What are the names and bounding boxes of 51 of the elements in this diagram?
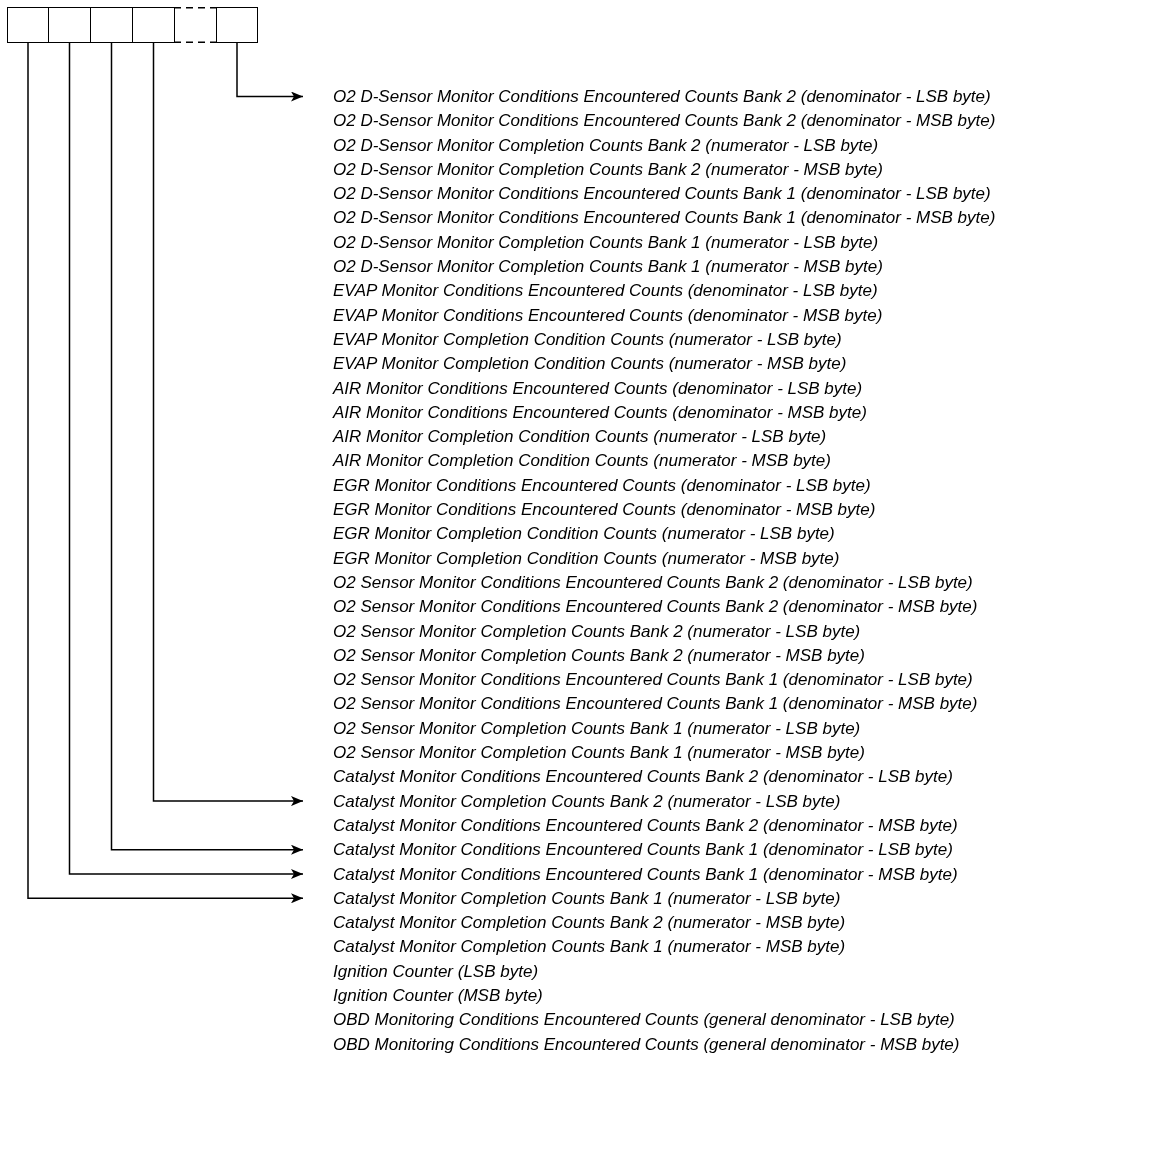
field-description: Catalyst Monitor Conditions Encountered Counts Bank 2 (denominator - LSB byte) [333, 767, 953, 787]
field-description: EGR Monitor Completion Condition Counts (numerator - LSB byte) [333, 524, 835, 544]
arrow [27, 42, 304, 904]
field-description: O2 Sensor Monitor Completion Counts Bank 1 (numerator - MSB byte) [333, 743, 865, 762]
field-description: O2 D-Sensor Monitor Conditions Encountered Counts Bank 2 (denominator - LSB byte) [333, 87, 991, 106]
field-description: O2 D-Sensor Monitor Completion Counts Bank 1 (numerator - LSB byte) [333, 232, 879, 252]
field-description: Catalyst Monitor Completion Counts Bank 1 (numerator - MSB byte) [333, 937, 846, 957]
arrow [152, 42, 304, 807]
field-description: Catalyst Monitor Conditions Encountered Counts Bank 1 (denominator - MSB byte) [333, 864, 958, 884]
field-description: O2 D-Sensor Monitor Conditions Encountered Counts Bank 1 (denominator - LSB byte) [333, 184, 991, 204]
field-description: O2 Sensor Monitor Completion Counts Bank 2 (numerator - MSB byte) [333, 645, 865, 665]
field-description: O2 Sensor Monitor Conditions Encountered Counts Bank 2 (denominator - MSB byte) [333, 597, 978, 617]
arrow [236, 42, 304, 102]
field-description: EGR Monitor Conditions Encountered Counts (denominator - MSB byte) [333, 500, 876, 520]
byte-box [132, 7, 175, 43]
byte-box [90, 7, 133, 43]
field-description: O2 D-Sensor Monitor Completion Counts Bank 2 (numerator - LSB byte) [333, 135, 879, 155]
field-description: O2 Sensor Monitor Conditions Encountered Counts Bank 1 (denominator - LSB byte) [333, 670, 973, 690]
byte-box [48, 7, 91, 43]
field-description: AIR Monitor Completion Condition Counts (numerator - MSB byte) [333, 451, 831, 471]
field-description: EVAP Monitor Conditions Encountered Counts (denominator - MSB byte) [333, 305, 883, 325]
field-description: Catalyst Monitor Completion Counts Bank 2 (numerator - MSB byte) [333, 913, 846, 933]
field-description: EVAP Monitor Completion Condition Counts (numerator - LSB byte) [333, 329, 842, 349]
field-description: AIR Monitor Conditions Encountered Counts (denominator - MSB byte) [333, 402, 867, 422]
field-description: OBD Monitoring Conditions Encountered Counts (general denominator - MSB byte) [333, 1034, 960, 1054]
field-description: AIR Monitor Completion Condition Counts (numerator - LSB byte) [333, 427, 827, 447]
byte-box [216, 7, 258, 43]
arrow [110, 42, 304, 855]
field-description: EGR Monitor Conditions Encountered Counts (denominator - LSB byte) [333, 475, 871, 495]
byte-box [7, 7, 49, 43]
field-description: EVAP Monitor Conditions Encountered Counts (denominator - LSB byte) [333, 281, 878, 301]
field-description: Ignition Counter (LSB byte) [333, 961, 539, 981]
field-description: EVAP Monitor Completion Condition Counts (numerator - MSB byte) [333, 354, 847, 374]
field-description: Catalyst Monitor Completion Counts Bank 1 (numerator - LSB byte) [333, 888, 841, 908]
field-description: AIR Monitor Conditions Encountered Counts (denominator - LSB byte) [333, 378, 863, 398]
field-description: Catalyst Monitor Conditions Encountered Counts Bank 2 (denominator - MSB byte) [333, 815, 958, 835]
field-description: EGR Monitor Completion Condition Counts (numerator - MSB byte) [333, 548, 840, 568]
field-description: O2 Sensor Monitor Conditions Encountered Counts Bank 1 (denominator - MSB byte) [333, 694, 978, 714]
arrow [68, 42, 304, 879]
field-description: Catalyst Monitor Conditions Encountered Counts Bank 1 (denominator - LSB byte) [333, 840, 953, 860]
field-description: Ignition Counter (MSB byte) [333, 986, 543, 1005]
field-description: O2 D-Sensor Monitor Completion Counts Bank 1 (numerator - MSB byte) [333, 257, 883, 277]
field-description: O2 D-Sensor Monitor Completion Counts Bank 2 (numerator - MSB byte) [333, 159, 883, 179]
field-description: OBD Monitoring Conditions Encountered Counts (general denominator - LSB byte) [333, 1010, 955, 1030]
field-description: O2 Sensor Monitor Conditions Encountered Counts Bank 2 (denominator - LSB byte) [333, 572, 973, 592]
field-description: O2 D-Sensor Monitor Conditions Encountered Counts Bank 2 (denominator - MSB byte) [333, 111, 996, 131]
field-description: O2 Sensor Monitor Completion Counts Bank 2 (numerator - LSB byte) [333, 621, 861, 641]
field-description: Catalyst Monitor Completion Counts Bank 2 (numerator - LSB byte) [333, 791, 841, 811]
field-description: O2 D-Sensor Monitor Conditions Encountered Counts Bank 1 (denominator - MSB byte) [333, 208, 996, 228]
dashed-box [174, 7, 217, 43]
field-description: O2 Sensor Monitor Completion Counts Bank 1 (numerator - LSB byte) [333, 718, 861, 738]
